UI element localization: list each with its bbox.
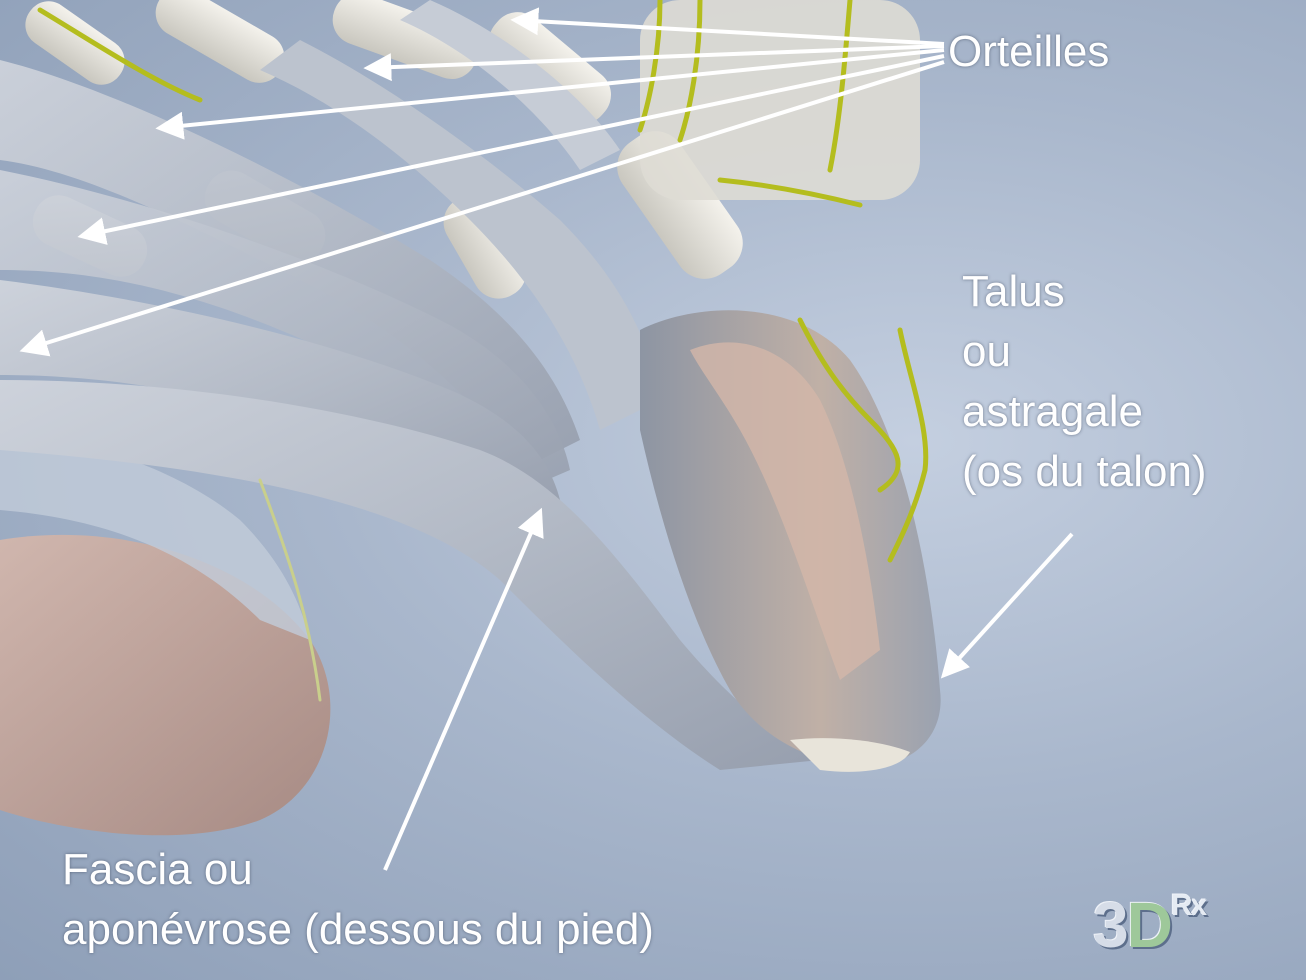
label-talus: Talus ou astragale (os du talon) (962, 262, 1207, 502)
label-fascia-line-2: aponévrose (dessous du pied) (62, 900, 654, 960)
logo-rx: Rx (1171, 889, 1205, 922)
logo-d: D (1127, 889, 1171, 961)
label-talus-line-4: (os du talon) (962, 442, 1207, 502)
logo-3: 3 (1093, 889, 1127, 961)
3drx-logo: 3DRx (1093, 886, 1269, 964)
calf-muscle (0, 430, 330, 835)
label-talus-line-3: astragale (962, 382, 1207, 442)
talus-arrow (944, 534, 1072, 675)
label-fascia: Fascia ou aponévrose (dessous du pied) (62, 840, 654, 960)
fascia-arrow (385, 512, 540, 870)
label-toes: Orteilles (948, 22, 1109, 82)
label-toes-text: Orteilles (948, 27, 1109, 76)
label-fascia-line-1: Fascia ou (62, 840, 654, 900)
label-talus-line-2: ou (962, 322, 1207, 382)
label-talus-line-1: Talus (962, 262, 1207, 322)
